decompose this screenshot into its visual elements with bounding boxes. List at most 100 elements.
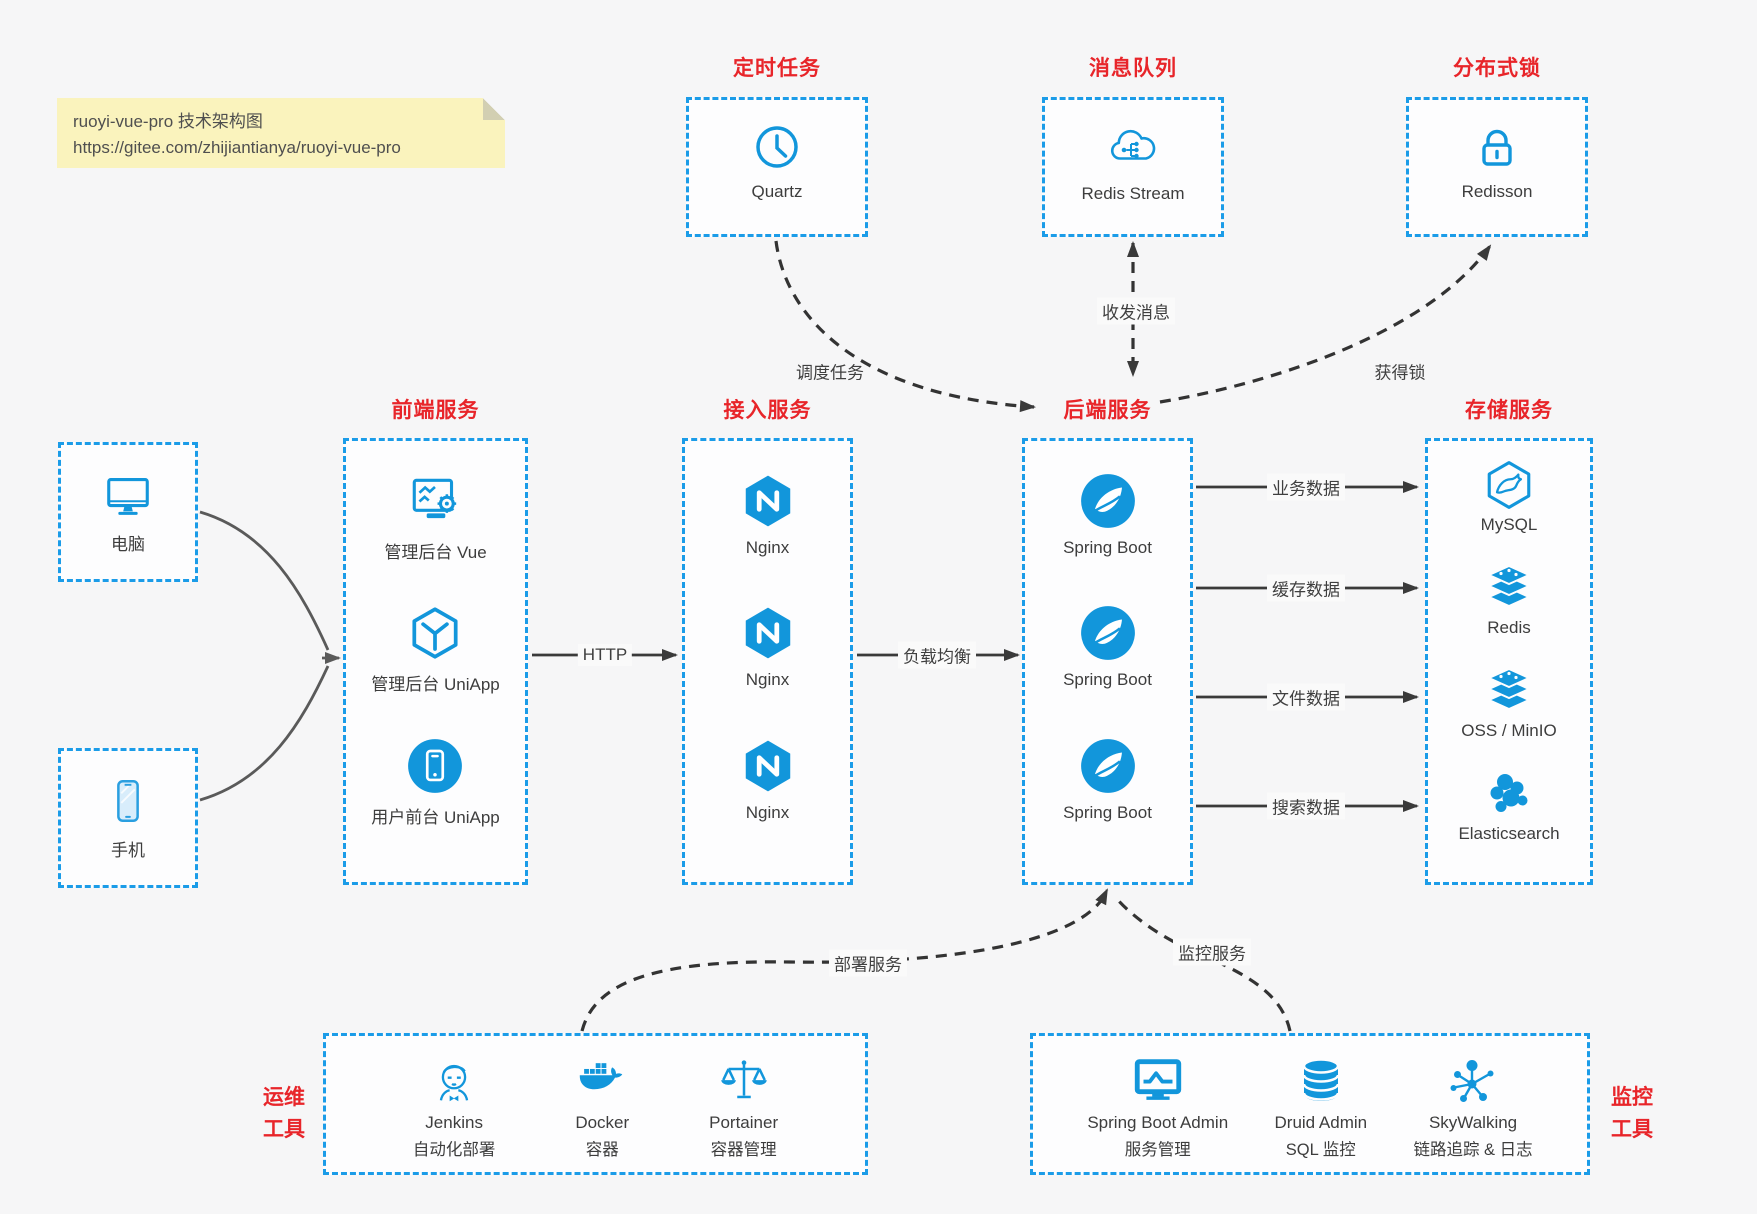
desktop-icon <box>102 469 154 521</box>
scheduled-task-label: Quartz <box>751 182 803 201</box>
spring-boot-admin-icon <box>1130 1054 1186 1110</box>
client-desktop-label: 电脑 <box>111 535 145 554</box>
ops-item-name: Docker <box>575 1113 630 1132</box>
monitoring-tools-box: Spring Boot Admin 服务管理 Druid Admin SQL 监… <box>1030 1033 1590 1175</box>
edge-label-http: HTTP <box>577 644 633 666</box>
group-title-message-queue: 消息队列 <box>1089 57 1177 80</box>
elasticsearch-icon <box>1483 768 1535 820</box>
monitor-item-name: Druid Admin <box>1274 1113 1368 1132</box>
backend-item-label: Spring Boot <box>1063 538 1152 557</box>
client-phone-box: 手机 <box>58 748 198 888</box>
storage-item-label: MySQL <box>1480 515 1538 534</box>
monitor-item-spring-boot-admin: Spring Boot Admin 服务管理 <box>1087 1054 1228 1160</box>
storage-item-redis: Redis <box>1483 562 1535 662</box>
backend-item-spring-boot: Spring Boot <box>1063 603 1152 735</box>
ops-item-docker: Docker 容器 <box>574 1054 630 1160</box>
note-url[interactable]: https://gitee.com/zhijiantianya/ruoyi-vu… <box>73 137 401 157</box>
monitor-item-name: SkyWalking <box>1428 1113 1518 1132</box>
monitor-item-skywalking: SkyWalking 链路追踪 & 日志 <box>1413 1054 1533 1160</box>
storage-item-label: Redis <box>1487 618 1531 637</box>
docker-icon <box>574 1054 630 1110</box>
spring-icon <box>1078 471 1138 531</box>
access-item-nginx: Nginx <box>738 471 798 603</box>
edge-label-acquire-lock: 获得锁 <box>1374 363 1426 383</box>
message-queue-box: Redis Stream <box>1042 97 1224 237</box>
sticky-note: ruoyi-vue-pro 技术架构图 https://gitee.com/zh… <box>57 98 505 168</box>
redis-stack-icon <box>1483 562 1535 614</box>
lock-icon <box>1470 120 1524 174</box>
edge-label-send-receive-message: 收发消息 <box>1097 297 1175 325</box>
mysql-icon <box>1483 459 1535 511</box>
storage-item-label: Elasticsearch <box>1458 824 1560 843</box>
ops-tools-box: Jenkins 自动化部署 Docker 容器 <box>323 1033 868 1175</box>
edge-label-search-data: 搜索数据 <box>1267 792 1345 820</box>
ops-item-name: Jenkins <box>425 1113 483 1132</box>
frontend-item-label: 管理后台 Vue <box>384 543 487 562</box>
column-title-backend: 后端服务 <box>1063 399 1152 422</box>
nginx-icon <box>738 736 798 796</box>
column-title-storage: 存储服务 <box>1465 399 1553 422</box>
ops-item-sub: 自动化部署 <box>412 1141 496 1159</box>
ops-item-sub: 容器 <box>585 1141 619 1159</box>
ops-item-name: Portainer <box>709 1113 779 1132</box>
client-to-frontend-arrows <box>199 510 341 802</box>
client-phone-label: 手机 <box>111 841 145 860</box>
group-title-distributed-lock: 分布式锁 <box>1453 57 1541 80</box>
edge-label-load-balance: 负载均衡 <box>898 641 976 669</box>
nginx-icon <box>738 471 798 531</box>
phone-icon <box>102 775 154 827</box>
user-app-icon <box>405 736 465 796</box>
edge-label-monitor-service: 监控服务 <box>1173 938 1251 966</box>
cloud-stream-icon <box>1105 120 1161 176</box>
backend-item-label: Spring Boot <box>1063 670 1152 690</box>
edge-label-file-data: 文件数据 <box>1267 683 1345 711</box>
spring-icon <box>1078 736 1138 796</box>
client-desktop-box: 电脑 <box>58 442 198 582</box>
access-item-label: Nginx <box>745 670 790 690</box>
uniapp-cube-icon <box>405 603 465 663</box>
frontend-item-admin-uniapp: 管理后台 UniApp <box>371 603 500 735</box>
ops-item-jenkins: Jenkins 自动化部署 <box>412 1054 496 1160</box>
distributed-lock-label: Redisson <box>1461 182 1533 201</box>
druid-icon <box>1293 1054 1349 1110</box>
frontend-item-user-uniapp: 用户前台 UniApp <box>371 736 500 868</box>
edge-label-cache-data: 缓存数据 <box>1267 574 1345 602</box>
admin-vue-icon <box>406 471 466 531</box>
frontend-item-label: 用户前台 UniApp <box>371 807 500 827</box>
storage-item-mysql: MySQL <box>1480 459 1538 559</box>
access-item-nginx: Nginx <box>738 603 798 735</box>
column-title-frontend: 前端服务 <box>391 399 480 422</box>
monitor-item-druid: Druid Admin SQL 监控 <box>1274 1054 1368 1160</box>
frontend-item-label: 管理后台 UniApp <box>371 675 500 695</box>
jenkins-icon <box>426 1054 482 1110</box>
access-item-label: Nginx <box>745 538 790 557</box>
monitor-item-name: Spring Boot Admin <box>1087 1113 1229 1132</box>
note-fold-corner <box>483 98 505 120</box>
access-services-box: Nginx Nginx Nginx <box>682 438 853 885</box>
spring-icon <box>1078 603 1138 663</box>
edge-label-business-data: 业务数据 <box>1267 473 1345 501</box>
frontend-services-box: 管理后台 Vue 管理后台 UniApp 用户前台 UniApp <box>343 438 528 885</box>
monitoring-tools-side-label: 监控 工具 <box>1611 1086 1653 1141</box>
backend-item-spring-boot: Spring Boot <box>1063 736 1152 868</box>
ops-item-portainer: Portainer 容器管理 <box>709 1054 778 1160</box>
backend-item-label: Spring Boot <box>1063 802 1152 822</box>
storage-item-elasticsearch: Elasticsearch <box>1458 768 1560 868</box>
skywalking-icon <box>1445 1054 1501 1110</box>
message-queue-label: Redis Stream <box>1081 184 1185 203</box>
monitor-item-sub: 服务管理 <box>1124 1141 1191 1159</box>
storage-item-label: OSS / MinIO <box>1461 721 1557 740</box>
storage-item-oss-minio: OSS / MinIO <box>1461 665 1557 765</box>
ops-tools-side-label: 运维 工具 <box>263 1086 305 1141</box>
clock-icon <box>750 120 804 174</box>
portainer-icon <box>716 1054 772 1110</box>
access-item-nginx: Nginx <box>738 736 798 868</box>
storage-services-box: MySQL Redis <box>1425 438 1593 885</box>
access-item-label: Nginx <box>745 802 790 822</box>
group-title-scheduled-task: 定时任务 <box>733 57 821 80</box>
monitor-item-sub: SQL 监控 <box>1285 1141 1356 1159</box>
backend-item-spring-boot: Spring Boot <box>1063 471 1152 603</box>
backend-services-box: Spring Boot Spring Boot Spring Boot <box>1022 438 1193 885</box>
distributed-lock-box: Redisson <box>1406 97 1588 237</box>
